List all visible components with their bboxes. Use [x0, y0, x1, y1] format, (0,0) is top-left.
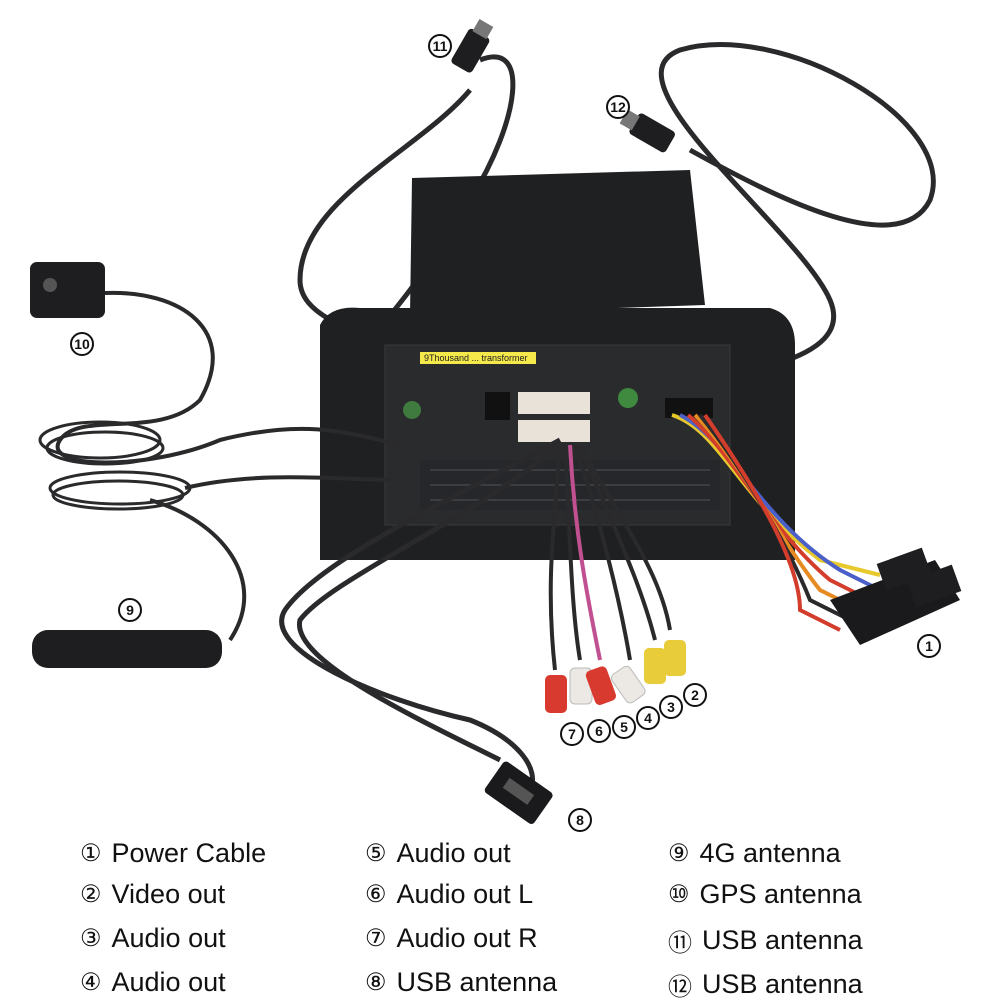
usb-cable-8 — [279, 437, 562, 792]
callout-9: 9 — [118, 598, 142, 622]
callout-4: 4 — [636, 706, 660, 730]
gps-antenna — [30, 262, 105, 318]
legend-number: ⑤ — [365, 840, 387, 867]
legend-number: ⑦ — [365, 925, 387, 952]
legend-label: Audio out L — [396, 879, 534, 909]
rca-plug-7 — [545, 675, 567, 713]
usb-panel-mount-8 — [484, 761, 553, 824]
legend-number: ⑨ — [668, 840, 690, 867]
usb-cable-8b — [297, 443, 562, 763]
fakra-port — [618, 388, 638, 408]
legend-item-7: ⑦ Audio out R — [365, 923, 538, 954]
screen-back — [410, 170, 705, 315]
callout-5: 5 — [612, 715, 636, 739]
4g-antenna — [32, 630, 222, 668]
callout-7: 7 — [560, 722, 584, 746]
legend-label: USB antenna — [396, 967, 558, 997]
transformer-label: 9Thousand ... transformer — [420, 352, 536, 364]
callout-12: 12 — [606, 95, 630, 119]
callout-6: 6 — [587, 719, 611, 743]
legend-number: ⑩ — [668, 881, 690, 908]
legend-item-9: ⑨ 4G antenna — [668, 838, 841, 869]
legend: ① Power Cable ② Video out ③ Audio out ④ Audi… — [0, 830, 1000, 1002]
callout-1: 1 — [917, 634, 941, 658]
legend-label: Audio out R — [396, 923, 538, 953]
gps-antenna-logo — [43, 278, 57, 292]
rca-plug-2 — [664, 640, 686, 676]
legend-item-6: ⑥ Audio out L — [365, 879, 533, 910]
legend-label: Power Cable — [111, 838, 267, 868]
legend-label: USB antenna — [702, 925, 863, 955]
port-block-black — [485, 392, 510, 420]
legend-label: USB antenna — [702, 969, 863, 999]
diagram-drawing — [30, 18, 962, 824]
legend-number: ③ — [80, 925, 102, 952]
legend-label: GPS antenna — [699, 879, 862, 909]
legend-number: ⑥ — [365, 881, 387, 908]
usb-connector-11 — [451, 18, 494, 73]
legend-label: Audio out — [111, 967, 226, 997]
legend-item-12: ⑫ USB antenna — [668, 967, 863, 1002]
usb-cable-12 — [579, 42, 936, 398]
port-block-top — [518, 392, 590, 414]
port-block-bottom — [518, 420, 590, 442]
rca-plug-3 — [644, 648, 666, 684]
legend-number: ② — [80, 881, 102, 908]
rca-plug-4 — [610, 665, 646, 704]
gps-port — [403, 401, 421, 419]
power-harness-wires — [671, 413, 881, 632]
legend-label: Audio out — [111, 923, 226, 953]
legend-label: 4G antenna — [699, 838, 841, 868]
power-connector-1 — [830, 547, 962, 645]
gps-cable — [55, 290, 401, 465]
legend-item-3: ③ Audio out — [80, 923, 226, 954]
legend-item-5: ⑤ Audio out — [365, 838, 511, 869]
legend-label: Audio out — [396, 838, 511, 868]
legend-item-1: ① Power Cable — [80, 838, 266, 869]
harness-socket — [665, 398, 713, 418]
rca-cables — [548, 444, 672, 671]
legend-number: ⑪ — [668, 930, 692, 957]
callout-8: 8 — [568, 808, 592, 832]
legend-label: Video out — [111, 879, 226, 909]
legend-item-10: ⑩ GPS antenna — [668, 879, 862, 910]
callout-10: 10 — [70, 332, 94, 356]
legend-number: ⑧ — [365, 969, 387, 996]
callout-11: 11 — [428, 34, 452, 58]
legend-number: ① — [80, 840, 102, 867]
4g-cable-down — [149, 498, 247, 642]
legend-item-8: ⑧ USB antenna — [365, 967, 557, 998]
legend-number: ⑫ — [668, 974, 692, 1001]
rca-plug-5 — [585, 666, 617, 705]
legend-item-4: ④ Audio out — [80, 967, 226, 998]
legend-number: ④ — [80, 969, 102, 996]
legend-item-2: ② Video out — [80, 879, 225, 910]
callout-2: 2 — [683, 683, 707, 707]
4g-cable — [184, 475, 401, 490]
legend-item-11: ⑪ USB antenna — [668, 923, 863, 958]
callout-3: 3 — [659, 695, 683, 719]
